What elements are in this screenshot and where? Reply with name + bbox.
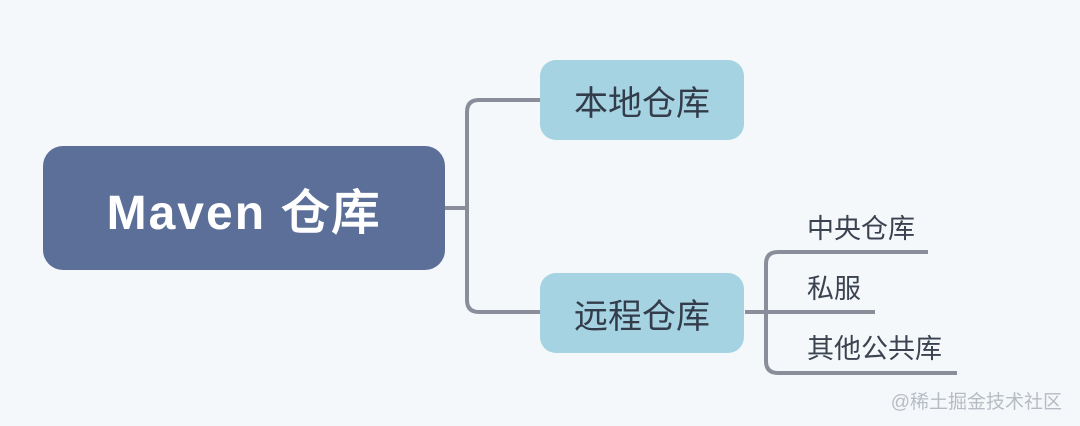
node-central-repository[interactable]: 中央仓库 [807, 212, 915, 246]
node-remote-repository-label: 远程仓库 [574, 297, 710, 336]
node-maven-repository[interactable]: Maven 仓库 [43, 146, 445, 270]
node-private-server-label: 私服 [807, 274, 861, 304]
node-maven-repository-label: Maven 仓库 [106, 187, 382, 240]
node-other-public-repos-label: 其他公共库 [807, 334, 942, 364]
node-remote-repository[interactable]: 远程仓库 [540, 273, 744, 353]
watermark: @稀土掘金技术社区 [890, 392, 1062, 413]
connector-root-to-children [465, 98, 540, 314]
node-local-repository[interactable]: 本地仓库 [540, 60, 744, 140]
node-private-server[interactable]: 私服 [807, 272, 861, 306]
node-central-repository-label: 中央仓库 [807, 214, 915, 244]
node-local-repository-label: 本地仓库 [574, 84, 710, 123]
node-other-public-repos[interactable]: 其他公共库 [807, 332, 942, 366]
